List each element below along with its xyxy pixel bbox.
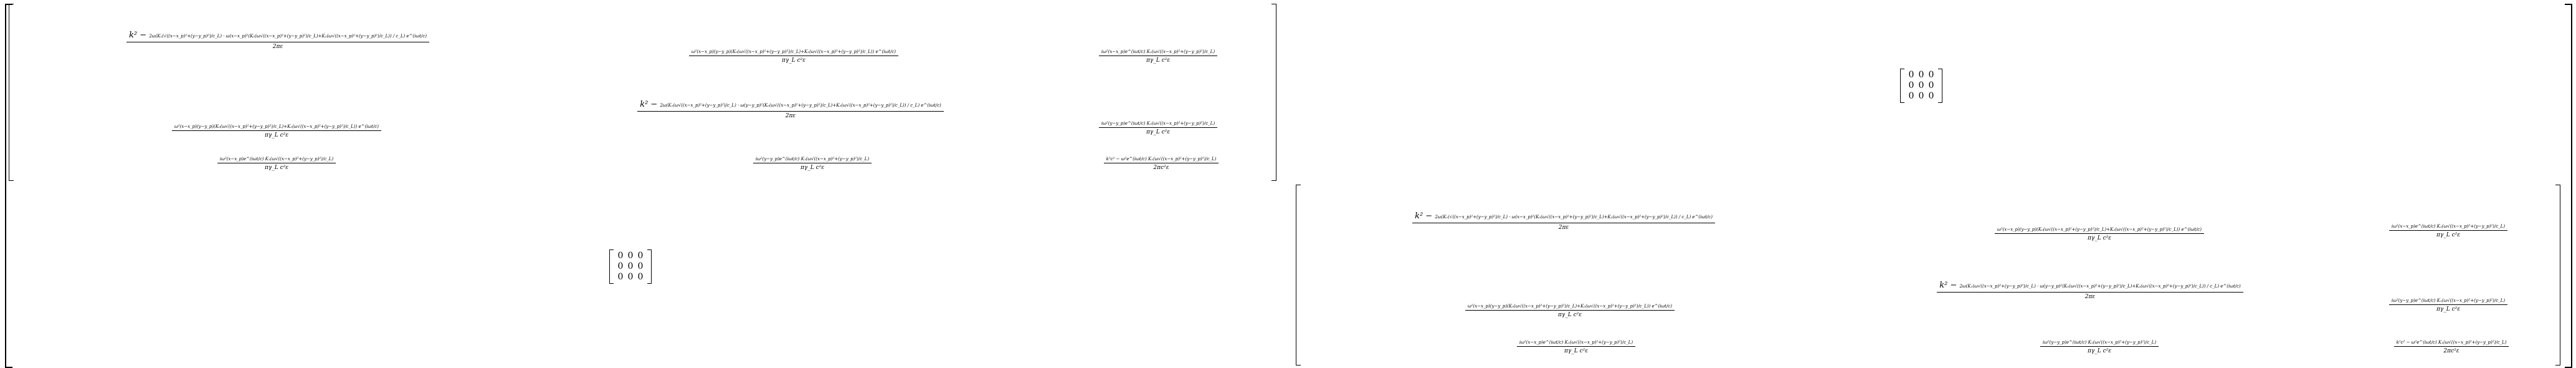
- entry-numerator: 2ω(K₁(√((x−x_p)²+(y−y_p)²)/c_L) · ω(x−x_…: [149, 33, 427, 39]
- entry-denominator: 2πε: [2084, 293, 2096, 300]
- zero-entry: 0: [1918, 70, 1924, 80]
- zero-entry: 0: [627, 272, 634, 282]
- entry-numerator: iω²(y−y_p)e^(iωt/c) K₁(ω√((x−x_p)²+(y−y_…: [1098, 121, 1218, 128]
- entry-denominator: πγ_L c²ε: [1564, 348, 1589, 355]
- entry-denominator: πγ_L c²ε: [1146, 129, 1171, 136]
- entry-denominator: πγ_L c²ε: [800, 165, 825, 172]
- zero-entry: 0: [1928, 80, 1934, 90]
- entry-numerator: iω²(x−x_p)e^(iωt/c) K₁(ω√((x−x_p)²+(y−y_…: [2388, 224, 2508, 231]
- entry-m13: iω²(x−x_p)e^(iωt/c) K₁(ω√((x−x_p)²+(y−y_…: [1043, 35, 1273, 79]
- entry-numerator: iω²(x−x_p)e^(iωt/c) K₁(ω√((x−x_p)²+(y−y_…: [1516, 340, 1636, 347]
- zero-entry: 0: [637, 272, 644, 282]
- entry-denominator: πγ_L c²ε: [264, 165, 289, 172]
- entry-denominator: 2πc²ε: [2443, 348, 2460, 355]
- entry-lead: k² −: [129, 30, 147, 40]
- zero-entry: 0: [1908, 70, 1914, 80]
- entry-numerator: ω²(x−x_p)(y−y_p)(K₀(ω√((x−x_p)²+(y−y_p)²…: [1465, 304, 1675, 311]
- entry-m12: ω²(x−x_p)(y−y_p)(K₀(ω√((x−x_p)²+(y−y_p)²…: [1869, 210, 2330, 259]
- submatrix-right-bracket: [2555, 185, 2560, 366]
- entry-denominator: 2πε: [272, 43, 283, 50]
- entry-m32: iω²(y−y_p)e^(iωt/c) K₁(ω√((x−x_p)²+(y−y_…: [682, 148, 943, 180]
- zero-entry: 0: [1908, 91, 1914, 101]
- entry-numerator: iω²(x−x_p)e^(iωt/c) K₁(ω√((x−x_p)²+(y−y_…: [217, 157, 336, 164]
- zero-entry: 0: [627, 261, 634, 271]
- entry-numerator: 2ω(K₁(ω√((x−x_p)²+(y−y_p)²)/c_L) · ω(y−y…: [1959, 283, 2241, 289]
- entry-m33: k²c² − ω²e^(iωt/c) K₁(ω√((x−x_p)²+(y−y_p…: [1055, 148, 1267, 180]
- entry-numerator: k²c² − ω²e^(iωt/c) K₁(ω√((x−x_p)²+(y−y_p…: [2393, 340, 2509, 347]
- entry-m22: k² − 2ω(K₁(ω√((x−x_p)²+(y−y_p)²)/c_L) · …: [1844, 253, 2336, 328]
- zero-matrix-right-bracket: [647, 249, 652, 284]
- entry-denominator: 2πc²ε: [1153, 165, 1169, 172]
- entry-denominator: πγ_L c²ε: [264, 132, 289, 139]
- entry-denominator: πγ_L c²ε: [2087, 348, 2112, 355]
- top-right-zero-matrix: 0 0 0 0 0 0 0 0 0: [1900, 69, 1942, 103]
- entry-m21: ω²(x−x_p)(y−y_p)(K₀(ω√((x−x_p)²+(y−y_p)²…: [1333, 289, 1807, 333]
- entry-m11: k² − 2ω(K₁(√((x−x_p)²+(y−y_p)²)/c_L) · ω…: [16, 6, 539, 75]
- entry-denominator: πγ_L c²ε: [2436, 306, 2461, 313]
- entry-numerator: iω²(y−y_p)e^(iωt/c) K₁(ω√((x−x_p)²+(y−y_…: [753, 157, 872, 164]
- zero-entry: 0: [637, 261, 644, 271]
- entry-m32: iω²(y−y_p)e^(iωt/c) K₁(ω√((x−x_p)²+(y−y_…: [1969, 332, 2230, 363]
- entry-denominator: 2πε: [1558, 224, 1569, 231]
- zero-matrix-left-bracket: [1900, 69, 1904, 103]
- entry-lead: k² −: [1939, 280, 1957, 290]
- entry-lead: k² −: [1415, 211, 1433, 221]
- entry-denominator: πγ_L c²ε: [1146, 57, 1171, 64]
- entry-numerator: iω²(y−y_p)e^(iωt/c) K₁(ω√((x−x_p)²+(y−y_…: [2040, 340, 2159, 347]
- entry-m31: iω²(x−x_p)e^(iωt/c) K₁(ω√((x−x_p)²+(y−y_…: [146, 148, 407, 180]
- zero-entry: 0: [1928, 70, 1934, 80]
- entry-m13: iω²(x−x_p)e^(iωt/c) K₁(ω√((x−x_p)²+(y−y_…: [2342, 210, 2554, 253]
- entry-m11: k² − 2ω(K₁(√((x−x_p)²+(y−y_p)²)/c_L) · ω…: [1302, 187, 1825, 256]
- entry-numerator: iω²(x−x_p)e^(iωt/c) K₁(ω√((x−x_p)²+(y−y_…: [1098, 49, 1218, 57]
- entry-denominator: πγ_L c²ε: [2087, 235, 2112, 242]
- entry-numerator: 2ω(K₁(ω√((x−x_p)²+(y−y_p)²)/c_L) · ω(y−y…: [660, 102, 941, 108]
- zero-entry: 0: [1908, 80, 1914, 90]
- zero-entry: 0: [1928, 91, 1934, 101]
- entry-m23: iω²(y−y_p)e^(iωt/c) K₁(ω√((x−x_p)²+(y−y_…: [2342, 287, 2554, 324]
- entry-numerator: ω²(x−x_p)(y−y_p)(K₀(ω√((x−x_p)²+(y−y_p)²…: [689, 49, 898, 57]
- entry-numerator: iω²(y−y_p)e^(iωt/c) K₁(ω√((x−x_p)²+(y−y_…: [2388, 298, 2508, 306]
- zero-matrix-left-bracket: [609, 249, 614, 284]
- submatrix-right-bracket: [1271, 4, 1276, 181]
- entry-denominator: πγ_L c²ε: [781, 57, 806, 64]
- entry-numerator: 2ω(K₁(√((x−x_p)²+(y−y_p)²)/c_L) · ω(x−x_…: [1435, 214, 1713, 220]
- entry-denominator: πγ_L c²ε: [2436, 232, 2461, 239]
- zero-entry: 0: [617, 261, 624, 271]
- entry-lead: k² −: [640, 99, 658, 109]
- zero-entry: 0: [617, 272, 624, 282]
- zero-entry: 0: [1918, 80, 1924, 90]
- zero-entry: 0: [637, 251, 644, 261]
- submatrix-left-bracket: [9, 4, 14, 181]
- zero-matrix-right-bracket: [1938, 69, 1942, 103]
- entry-m31: iω²(x−x_p)e^(iωt/c) K₁(ω√((x−x_p)²+(y−y_…: [1445, 332, 1707, 363]
- entry-m22: k² − 2ω(K₁(ω√((x−x_p)²+(y−y_p)²)/c_L) · …: [544, 72, 1037, 147]
- submatrix-left-bracket: [1296, 185, 1301, 366]
- entry-denominator: πγ_L c²ε: [1557, 312, 1582, 319]
- entry-numerator: ω²(x−x_p)(y−y_p)(K₀(ω√((x−x_p)²+(y−y_p)²…: [1995, 227, 2204, 235]
- bottom-left-zero-matrix: 0 0 0 0 0 0 0 0 0: [609, 249, 652, 284]
- zero-entry: 0: [1918, 91, 1924, 101]
- entry-m23: iω²(y−y_p)e^(iωt/c) K₁(ω√((x−x_p)²+(y−y_…: [1043, 110, 1273, 147]
- entry-m12: ω²(x−x_p)(y−y_p)(K₀(ω√((x−x_p)²+(y−y_p)²…: [557, 29, 1030, 85]
- top-left-submatrix: k² − 2ω(K₁(√((x−x_p)²+(y−y_p)²)/c_L) · ω…: [9, 4, 1276, 181]
- bottom-right-submatrix: k² − 2ω(K₁(√((x−x_p)²+(y−y_p)²)/c_L) · ω…: [1296, 185, 2560, 366]
- entry-numerator: k²c² − ω²e^(iωt/c) K₁(ω√((x−x_p)²+(y−y_p…: [1103, 157, 1219, 164]
- entry-numerator: ω²(x−x_p)(y−y_p)(K₀(ω√((x−x_p)²+(y−y_p)²…: [172, 124, 381, 132]
- zero-entry: 0: [617, 251, 624, 261]
- outer-right-bracket: [2565, 4, 2572, 368]
- entry-denominator: 2πε: [785, 112, 796, 119]
- zero-entry: 0: [627, 251, 634, 261]
- entry-m21: ω²(x−x_p)(y−y_p)(K₀(ω√((x−x_p)²+(y−y_p)²…: [34, 110, 520, 153]
- entry-m33: k²c² − ω²e^(iωt/c) K₁(ω√((x−x_p)²+(y−y_p…: [2349, 332, 2554, 363]
